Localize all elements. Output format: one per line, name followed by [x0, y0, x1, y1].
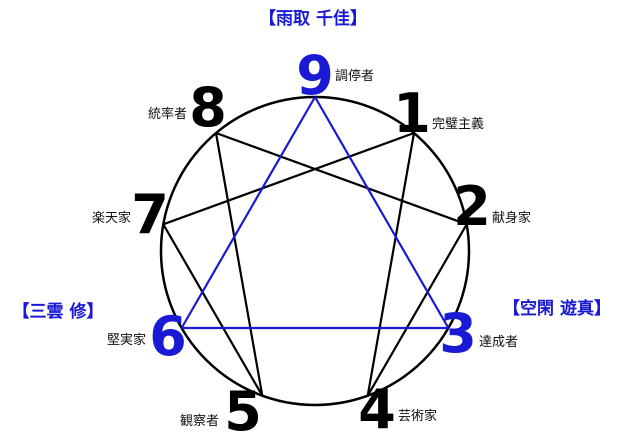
- type-label-8: 統率者: [148, 106, 187, 122]
- type-number-9: 9: [296, 44, 334, 107]
- type-label-9: 調停者: [335, 68, 374, 84]
- type-number-6: 6: [149, 305, 187, 368]
- triangle-lines: [180, 96, 450, 330]
- type-label-7: 楽天家: [92, 210, 131, 226]
- type-label-3: 達成者: [479, 335, 518, 350]
- type-number-8: 8: [189, 76, 227, 139]
- type-number-2: 2: [453, 175, 491, 238]
- type-number-1: 1: [393, 82, 431, 145]
- type-label-1: 完璧主義: [432, 116, 484, 132]
- type-number-3: 3: [439, 302, 477, 365]
- type-label-4: 芸術家: [398, 408, 437, 424]
- hexad-lines: [162, 131, 468, 397]
- type-number-4: 4: [358, 378, 396, 441]
- type-number-7: 7: [131, 183, 169, 246]
- header-right: 【空閑 遊真】: [503, 298, 611, 319]
- type-number-5: 5: [224, 380, 262, 443]
- type-label-6: 堅実家: [107, 332, 146, 348]
- header-left: 【三雲 修】: [13, 301, 104, 322]
- type-label-2: 献身家: [492, 210, 531, 226]
- header-top: 【雨取 千佳】: [259, 8, 367, 29]
- type-label-5: 観察者: [180, 414, 219, 429]
